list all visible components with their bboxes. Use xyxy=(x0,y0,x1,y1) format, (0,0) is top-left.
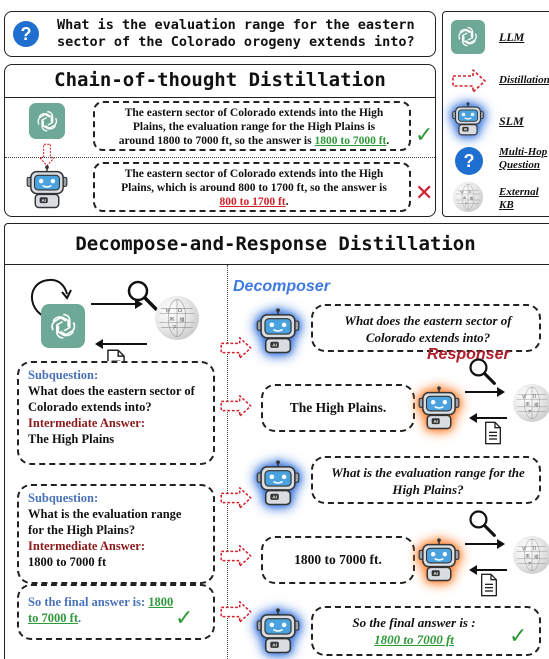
responser-a1-text: The High Plains. xyxy=(289,400,387,415)
sub2-question: What is the evaluation range for the Hig… xyxy=(28,507,182,537)
final-check-icon: ✓ xyxy=(175,606,194,631)
cot-slm-rationale: The eastern sector of Colorado extends i… xyxy=(93,162,411,212)
decomposer-q1-text: What does the eastern sector of Colorado… xyxy=(344,313,512,345)
decomposer-final-pre: So the final answer is : xyxy=(352,615,476,630)
drd-wiki-icon xyxy=(155,296,199,340)
responser-arrows-2 xyxy=(465,539,507,575)
cot-llm-rationale: The eastern sector of Colorado extends i… xyxy=(93,101,411,151)
responser-arrows-1 xyxy=(465,387,507,423)
drd-title: Decompose-and-Response Distillation xyxy=(75,233,476,255)
distill-arrow-2 xyxy=(220,395,252,417)
decomposer-final-box: So the final answer is : 1800 to 7000 ft… xyxy=(311,606,541,656)
llm-icon xyxy=(451,20,485,54)
legend-external-kb-label: External KB xyxy=(499,186,539,212)
cot-llm-line3: around 1800 to 7000 ft, so the answer is… xyxy=(118,135,390,147)
subquestion-box-1: Subquestion: What does the eastern secto… xyxy=(17,361,215,465)
distill-arrow-4 xyxy=(220,545,252,567)
sub2-ia-label: Intermediate Answer: xyxy=(28,539,145,553)
magnifier-icon-2 xyxy=(469,358,496,385)
subquestion-box-2: Subquestion: What is the evaluation rang… xyxy=(17,484,215,584)
multi-hop-question-icon: ? xyxy=(455,147,483,175)
responser-a2-box: 1800 to 7000 ft. xyxy=(261,536,415,584)
legend-multihop-line1: Multi-Hop xyxy=(499,146,548,158)
drd-vertical-divider xyxy=(227,265,228,659)
responser-robot-2 xyxy=(418,538,460,582)
external-kb-icon xyxy=(453,182,483,212)
cot-panel: Chain-of-thought Distillation The easter… xyxy=(4,64,436,217)
magnifier-icon xyxy=(127,280,158,311)
cot-slm-robot-icon xyxy=(26,165,68,209)
slm-robot-icon xyxy=(452,102,484,136)
question-text: What is the evaluation range for the eas… xyxy=(57,17,415,51)
check-icon: ✓ xyxy=(415,123,434,148)
document-icon-3 xyxy=(480,573,498,597)
cot-title-divider xyxy=(5,97,435,98)
cot-slm-line3: 800 to 1700 ft. xyxy=(219,196,289,208)
cot-llm-answer: 1800 to 7000 ft xyxy=(314,135,387,147)
wiki-icon-3 xyxy=(513,536,549,574)
loop-arrow xyxy=(31,278,72,321)
question-icon: ? xyxy=(13,21,39,47)
legend-box: LLM Distillation SLM ? Multi-Hop Questio… xyxy=(442,11,549,217)
responser-robot-1 xyxy=(418,386,460,430)
decomposer-robot-1 xyxy=(256,308,300,354)
cot-slm-line1: The eastern sector of Colorado extends i… xyxy=(124,168,384,180)
legend-llm-label: LLM xyxy=(499,30,525,44)
decomposer-label: Decomposer xyxy=(233,278,330,295)
sub2-ia: 1800 to 7000 ft xyxy=(28,555,107,569)
sub1-question: What does the eastern sector of Colorado… xyxy=(28,384,195,414)
responser-a2-text: 1800 to 7000 ft. xyxy=(294,552,382,567)
legend-external-line2: KB xyxy=(499,199,514,211)
distill-arrow-5 xyxy=(220,601,252,623)
drd-panel: Decompose-and-Response Distillation Subq… xyxy=(4,223,549,659)
cot-slm-line2: Plains, which is around 800 to 1700 ft, … xyxy=(121,182,387,194)
wiki-icon-2 xyxy=(513,384,549,422)
decomposer-q1-box: What does the eastern sector of Colorado… xyxy=(311,304,541,352)
legend-external-line1: External xyxy=(499,186,539,198)
sub1-ia: The High Plains xyxy=(28,432,115,446)
cot-distillation-arrow-icon xyxy=(39,143,55,167)
decomposer-q2-text: What is the evaluation range for the Hig… xyxy=(331,465,525,497)
decomposer-robot-2 xyxy=(256,460,300,506)
legend-multihop-label: Multi-Hop Question xyxy=(499,146,547,172)
distillation-arrow-icon xyxy=(452,69,486,93)
legend-slm-label: SLM xyxy=(499,114,524,128)
final-pre: So the final answer is: xyxy=(28,595,149,609)
question-line-2: sector of the Colorado orogeny extends i… xyxy=(57,34,415,50)
question-box: ? What is the evaluation range for the e… xyxy=(4,11,436,57)
cot-llm-line1: The eastern sector of Colorado extends i… xyxy=(124,107,384,119)
decomposer-robot-3 xyxy=(256,608,300,654)
responser-label: Responser xyxy=(427,346,510,363)
decomposer-q2-box: What is the evaluation range for the Hig… xyxy=(311,456,541,504)
document-icon-2 xyxy=(484,421,502,445)
sub1-ia-label: Intermediate Answer: xyxy=(28,416,145,430)
cot-llm-line2: Plains, the evaluation range for the Hig… xyxy=(132,121,376,133)
legend-multihop-line2: Question xyxy=(499,159,540,171)
final-answer: 1800 to 7000 ft xyxy=(28,595,174,625)
responser-a1-box: The High Plains. xyxy=(261,384,415,432)
legend-distillation-label: Distillation xyxy=(499,74,549,86)
drd-llm-arrows xyxy=(91,299,147,349)
distill-arrow-1 xyxy=(220,337,252,359)
decomposer-final-answer: 1800 to 7000 ft xyxy=(374,632,454,647)
magnifier-icon-3 xyxy=(469,510,496,537)
distill-arrow-3 xyxy=(220,487,252,509)
cross-icon: ✕ xyxy=(415,181,434,206)
cot-slm-answer: 800 to 1700 ft xyxy=(219,196,286,208)
drd-llm-icon xyxy=(41,304,85,348)
final-answer-box: So the final answer is: 1800 to 7000 ft.… xyxy=(17,584,215,640)
sub1-label: Subquestion: xyxy=(28,368,99,382)
drd-title-divider xyxy=(5,264,549,265)
sub2-label: Subquestion: xyxy=(28,491,99,505)
cot-row-divider xyxy=(5,157,435,158)
decomposer-final-check-icon: ✓ xyxy=(509,624,528,649)
cot-title: Chain-of-thought Distillation xyxy=(54,69,386,91)
question-line-1: What is the evaluation range for the eas… xyxy=(57,17,415,33)
cot-llm-icon xyxy=(29,103,65,139)
